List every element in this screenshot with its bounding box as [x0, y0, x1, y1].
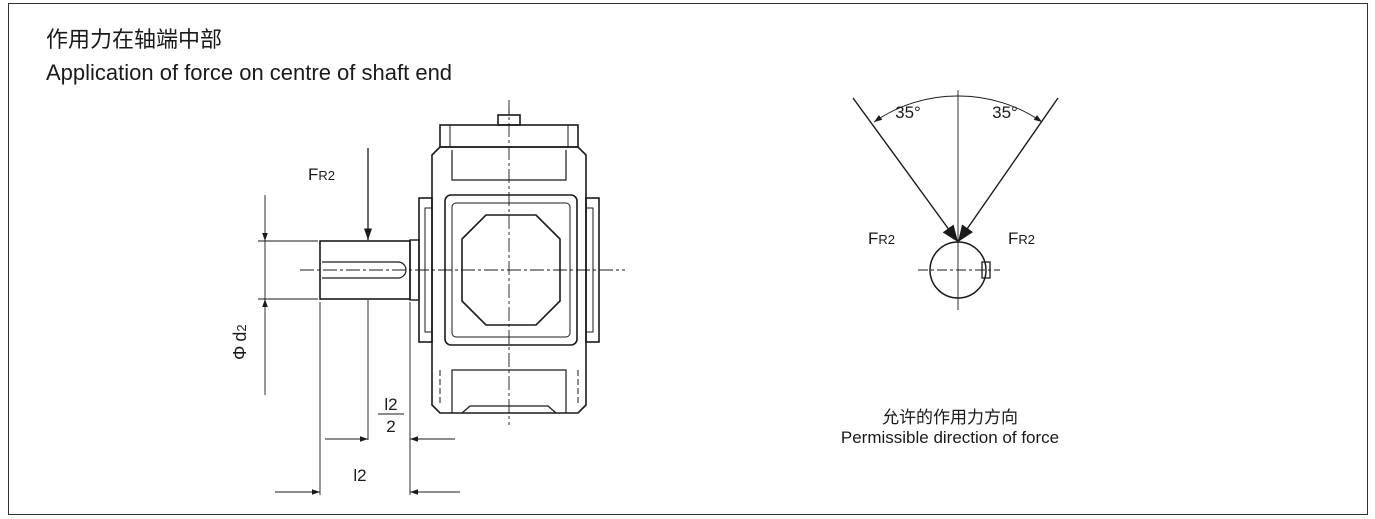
center-lines: [300, 100, 625, 425]
caption-english: Permissible direction of force: [840, 428, 1060, 447]
diameter-dimension: [258, 195, 318, 395]
octagon-cover: [461, 214, 561, 326]
title-english: Application of force on centre of shaft …: [46, 60, 453, 85]
length-label: l2: [353, 466, 366, 485]
force-label-left: FR2: [868, 229, 895, 248]
half-length-numerator: l2: [384, 395, 397, 414]
angle-label-right: 35°: [992, 103, 1018, 122]
diameter-label: Φd2: [230, 324, 250, 360]
force-arrow-left: [852, 97, 959, 243]
drawing-frame: [8, 3, 1368, 515]
angle-arc-left: [873, 95, 959, 123]
caption-chinese: 允许的作用力方向: [882, 408, 1018, 428]
direction-diagram: [852, 90, 1059, 310]
half-length-denominator: 2: [386, 417, 395, 436]
title-chinese: 作用力在轴端中部: [46, 28, 223, 53]
angle-arc-right: [957, 95, 1043, 123]
force-label-right: FR2: [1008, 229, 1035, 248]
gearbox-housing: [409, 108, 600, 414]
shaft-key: [981, 261, 991, 279]
angle-label-left: 35°: [895, 103, 921, 122]
half-length-dimension: [319, 302, 455, 495]
force-label-shaft: FR2: [308, 165, 335, 184]
